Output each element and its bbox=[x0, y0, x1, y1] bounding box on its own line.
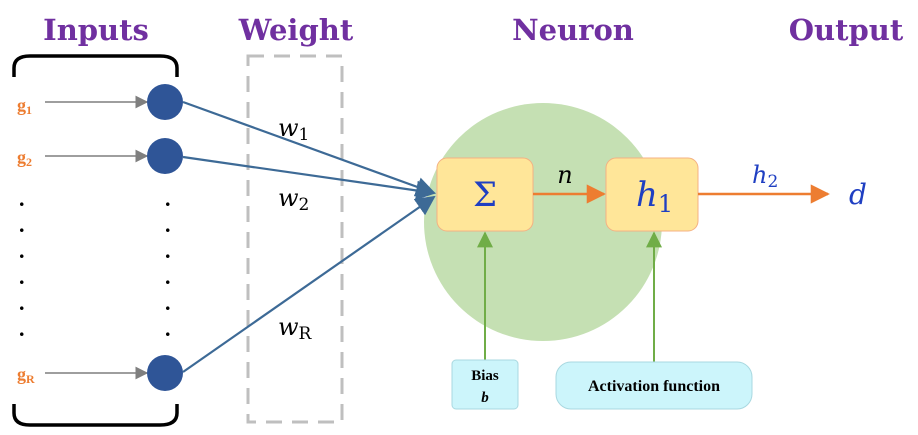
bias-box bbox=[451, 359, 519, 410]
output-signal-label: h2 bbox=[752, 161, 778, 192]
input-label-2: g2 bbox=[17, 147, 32, 169]
ellipsis-dot: . bbox=[19, 264, 25, 289]
input-label-1: g1 bbox=[17, 95, 32, 117]
ellipsis-dot: . bbox=[19, 212, 25, 237]
weight-connection-2 bbox=[182, 155, 436, 201]
activation-function-label: Activation function bbox=[588, 378, 720, 395]
activation-function-box bbox=[555, 361, 753, 410]
header-output: Output bbox=[789, 13, 904, 47]
activation-symbol: h1 bbox=[636, 175, 673, 218]
header-neuron: Neuron bbox=[512, 13, 634, 47]
summation-symbol: Σ bbox=[473, 175, 497, 215]
header-weight: Weight bbox=[238, 13, 354, 47]
ellipsis-dot: . bbox=[19, 238, 25, 263]
output-label: d bbox=[849, 178, 867, 211]
ellipsis-dot: . bbox=[165, 264, 171, 289]
bias-title: Bias bbox=[471, 368, 499, 384]
weight-connection-1 bbox=[182, 100, 436, 197]
ellipsis-dot: . bbox=[165, 316, 171, 341]
input-node-r bbox=[147, 355, 183, 391]
input-bracket-bottom bbox=[12, 404, 179, 427]
input-node-1 bbox=[147, 84, 183, 120]
input-label-r: gR bbox=[17, 364, 35, 386]
ellipsis-dot: . bbox=[19, 290, 25, 315]
ellipsis-dot: . bbox=[19, 186, 25, 211]
weight-label-r: wR bbox=[278, 313, 313, 344]
weight-label-2: w2 bbox=[278, 184, 309, 215]
ellipsis-dot: . bbox=[19, 316, 25, 341]
bias-symbol: b bbox=[481, 390, 489, 406]
ellipsis-dot: . bbox=[165, 212, 171, 237]
ellipsis-dot: . bbox=[165, 238, 171, 263]
ellipsis-dot: . bbox=[165, 290, 171, 315]
weight-dashed-box bbox=[246, 54, 344, 424]
net-input-label: n bbox=[557, 161, 572, 189]
input-node-2 bbox=[147, 138, 183, 174]
ellipsis-dot: . bbox=[165, 186, 171, 211]
weight-label-1: w1 bbox=[278, 114, 309, 145]
weight-connection-r bbox=[182, 195, 436, 373]
input-bracket-top bbox=[12, 54, 179, 77]
header-inputs: Inputs bbox=[43, 13, 149, 47]
